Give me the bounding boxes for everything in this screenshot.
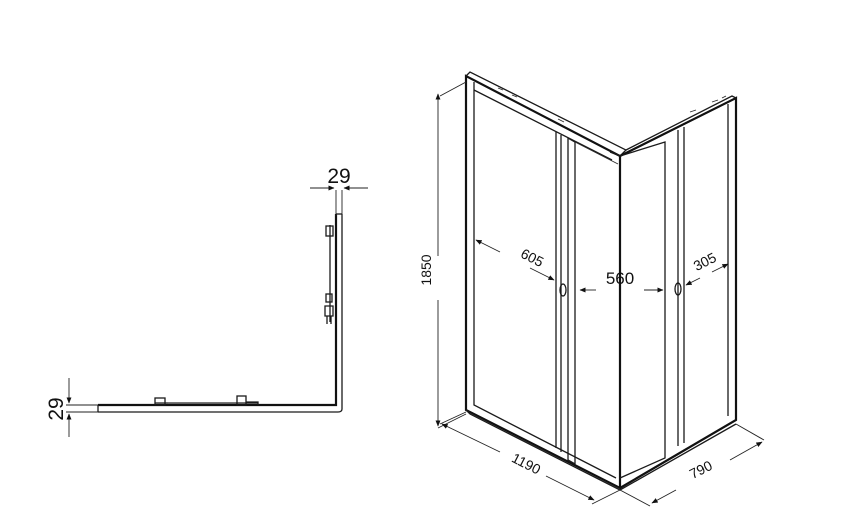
left-panel-frame-inner — [473, 82, 617, 479]
dim-1850-ext-bottom — [439, 411, 467, 425]
plan-lower-handle — [324, 305, 334, 324]
left-door-edge — [567, 136, 576, 466]
plan-right-handle — [236, 395, 247, 406]
dim-29-top-label: 29 — [327, 165, 350, 188]
right-door-knob — [674, 282, 682, 296]
dim-790-ext-right — [735, 423, 765, 441]
plan-inner-profile — [98, 214, 343, 413]
dim-790-label: 790 — [687, 457, 715, 482]
dim-1850-label: 1850 — [418, 254, 434, 285]
right-door-outline — [619, 141, 666, 479]
top-rail-left — [465, 71, 628, 157]
dim-305-arrow-right — [711, 263, 729, 273]
left-panel-frame-outer — [464, 74, 622, 490]
dim-560-label: 560 — [606, 269, 634, 288]
plan-left-handle — [154, 397, 166, 406]
dim-790-ext-left — [619, 489, 651, 507]
dim-605-arrow-left — [475, 239, 501, 253]
plan-mid-handle — [325, 293, 333, 303]
dim-605-arrow-right — [529, 267, 555, 281]
dim-790-arrow-right — [729, 441, 763, 461]
left-panel-top-inner — [473, 89, 613, 161]
dim-1190-arrow-left — [441, 423, 501, 453]
top-rail-right — [625, 95, 737, 151]
corner-joint — [609, 151, 621, 157]
base-tray-edge — [465, 409, 737, 491]
top-rail-left-rollers — [497, 87, 565, 123]
elevation-view: 1850 605 560 305 1190 790 — [418, 71, 765, 507]
dim-790-arrow-left — [651, 489, 677, 504]
top-rail-right-rollers — [689, 95, 727, 113]
dim-1190-label: 1190 — [509, 450, 543, 478]
plan-outer-profile — [98, 214, 338, 407]
right-panel-frame-outer — [619, 96, 738, 489]
dim-305-arrow-left — [685, 277, 701, 286]
left-door-knob — [559, 283, 567, 297]
plan-view: 29 29 — [45, 165, 368, 437]
dim-1190-arrow-right — [545, 475, 595, 501]
dim-1190-ext-left — [437, 413, 467, 429]
plan-handle-end — [246, 401, 259, 405]
dim-605-label: 605 — [518, 245, 546, 270]
left-door-top — [574, 141, 619, 165]
dim-29-side-label: 29 — [45, 397, 68, 420]
dim-1850-ext-top — [439, 81, 467, 97]
plan-top-handle — [325, 225, 334, 237]
dim-1190-ext-right — [591, 489, 621, 505]
